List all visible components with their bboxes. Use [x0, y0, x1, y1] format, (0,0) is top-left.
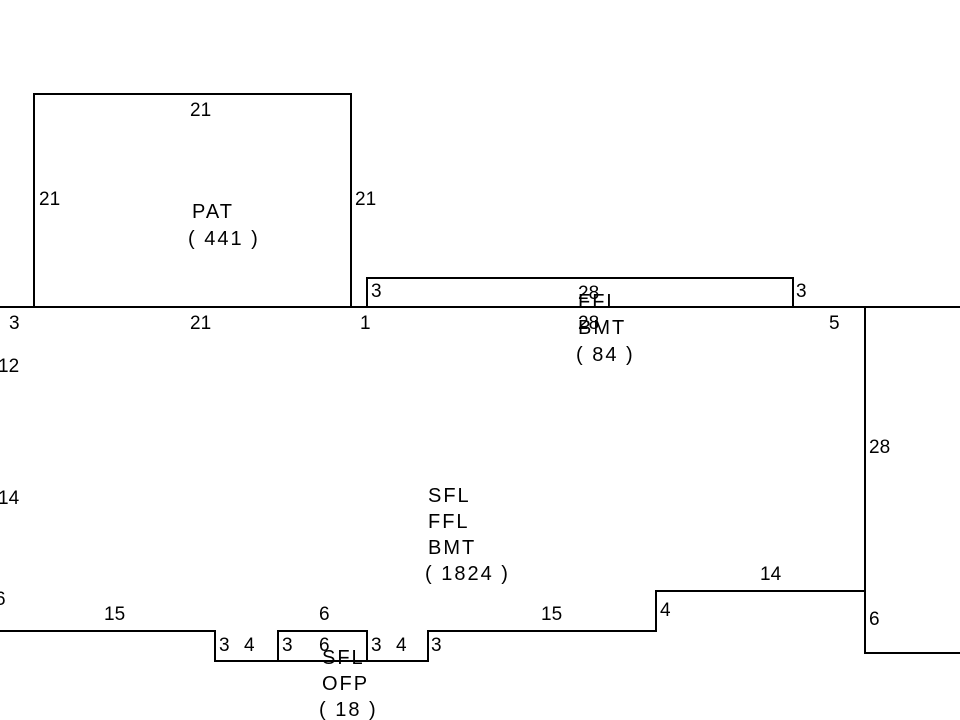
- ffl-bmt-outline: [366, 277, 794, 307]
- area-label-main-ffl: FFL: [428, 511, 470, 533]
- dimension-label: 21: [355, 189, 376, 210]
- dimension-label: 3: [796, 281, 807, 302]
- dimension-label: 6: [0, 589, 6, 610]
- dimension-label: 5: [829, 313, 840, 334]
- dimension-label: 21: [190, 313, 211, 334]
- area-label-main-sfl: SFL: [428, 485, 471, 507]
- area-size-pat: ( 441 ): [188, 228, 260, 250]
- dimension-label: 3: [371, 635, 382, 656]
- area-label-ofp: OFP: [322, 673, 369, 695]
- main-right-wall: [864, 307, 960, 654]
- area-size-ofp: ( 18 ): [319, 699, 378, 720]
- dimension-label: 12: [0, 356, 19, 377]
- dimension-label: 3: [9, 313, 20, 334]
- dimension-label: 6: [869, 609, 880, 630]
- dimension-label: 15: [104, 604, 125, 625]
- dimension-label: 4: [660, 600, 671, 621]
- dimension-label: 3: [431, 635, 442, 656]
- area-label-bmt: BMT: [578, 317, 626, 339]
- area-label-main-bmt: BMT: [428, 537, 476, 559]
- dimension-label: 15: [541, 604, 562, 625]
- dimension-label: 1: [360, 313, 371, 334]
- area-size-main: ( 1824 ): [425, 563, 510, 585]
- dimension-label: 28: [578, 313, 599, 334]
- area-label-ofp-sfl: SFL: [322, 647, 365, 669]
- dimension-label: 6: [319, 635, 330, 656]
- dimension-label: 3: [219, 635, 230, 656]
- dimension-label: 3: [282, 635, 293, 656]
- dimension-label: 3: [371, 281, 382, 302]
- main-bottom-wall: [0, 590, 865, 662]
- dimension-label: 4: [396, 635, 407, 656]
- dimension-label: 28: [578, 283, 599, 304]
- dimension-label: 28: [869, 437, 890, 458]
- ofp-outline: [277, 630, 368, 661]
- dimension-label: 14: [0, 488, 20, 509]
- dimension-label: 21: [39, 189, 60, 210]
- area-size-ffl-bmt: ( 84 ): [576, 344, 635, 366]
- area-label-ffl: FFL: [578, 291, 620, 313]
- area-label-pat: PAT: [192, 201, 234, 223]
- pat-outline: [33, 93, 352, 307]
- dimension-label: 6: [319, 604, 330, 625]
- dimension-label: 14: [760, 564, 782, 585]
- dimension-label: 21: [190, 100, 211, 121]
- dimension-label: 4: [244, 635, 255, 656]
